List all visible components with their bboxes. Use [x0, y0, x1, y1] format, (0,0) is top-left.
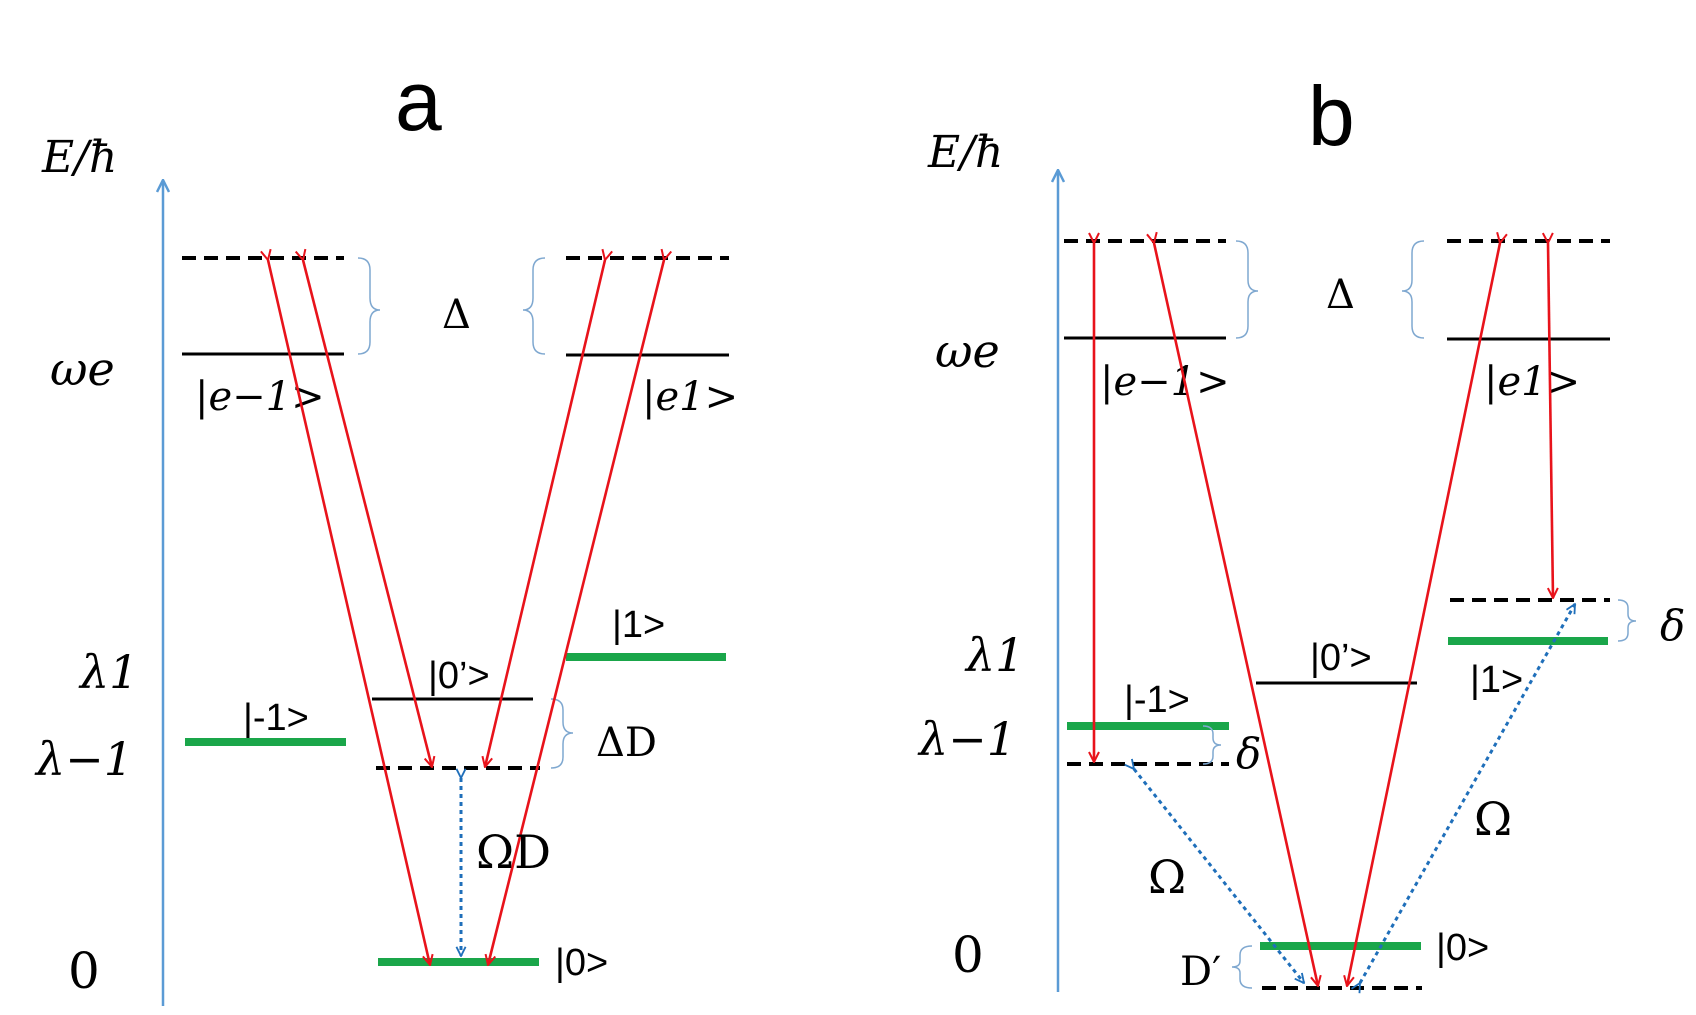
panel-b-state-one: |1> — [1470, 659, 1523, 701]
panel-a-arrow-2 — [303, 260, 432, 767]
panel-b-state-e-1: |e1> — [1484, 359, 1580, 405]
panel-b-coupling-right-label: Ω — [1474, 792, 1512, 846]
panel-b-brace-left — [1235, 240, 1259, 339]
panel-a-state-zero: |0> — [555, 942, 608, 984]
panel-b-title: b — [1308, 69, 1355, 163]
panel-b-arrow-3 — [1347, 243, 1500, 986]
panel-b-brace-d-prime — [1231, 945, 1253, 989]
panel-b-state-zero-prime: |0’> — [1310, 637, 1372, 679]
panel-b-coupling-left-arrow — [1134, 769, 1304, 983]
panel-b-omega-e-label: ωe — [935, 324, 1000, 378]
panel-a-state-e-m1: |e−1> — [195, 374, 325, 420]
panel-a-energy-axis-label: E/ħ — [41, 132, 117, 183]
panel-a-omega-e-label: ωe — [50, 342, 115, 396]
panel-b-delta-label: Δ — [1326, 272, 1355, 318]
panel-a-state-minus-one: |-1> — [243, 697, 309, 739]
panel-a-brace-delta-d — [550, 698, 574, 769]
panel-b-energy-axis-label: E/ħ — [927, 127, 1003, 178]
panel-a-arrow-1 — [268, 260, 430, 965]
panel-b-state-minus-one: |-1> — [1124, 679, 1190, 721]
panel-b-delta-left-label: δ — [1236, 729, 1261, 778]
panel-b-lambda-1-label: λ1 — [964, 628, 1024, 682]
panel-a-lambda-1-label: λ1 — [78, 645, 138, 699]
panel-b-coupling-left-label: Ω — [1148, 850, 1186, 904]
panel-a-brace-right — [522, 257, 546, 355]
panel-b-state-zero: |0> — [1436, 927, 1489, 969]
panel-b-delta-right-label: δ — [1660, 601, 1685, 650]
panel-b-brace-delta-right — [1617, 599, 1637, 642]
panel-a-delta-label: Δ — [442, 292, 471, 338]
panel-b-zero-label: 0 — [952, 926, 984, 984]
panel-b-d-prime-label: D′ — [1180, 949, 1221, 995]
panel-a-arrow-4 — [488, 260, 664, 965]
panel-b-brace-right — [1401, 240, 1425, 339]
panel-a-delta-d-label: ΔD — [596, 720, 657, 766]
panel-a-state-zero-prime: |0’> — [428, 655, 490, 697]
panel-b-brace-delta-left — [1202, 725, 1222, 765]
panel-a-state-e-1: |e1> — [642, 374, 738, 420]
panel-b-arrow-4 — [1548, 243, 1553, 598]
panel-a-state-one: |1> — [612, 604, 665, 646]
panel-a-zero-label: 0 — [68, 942, 100, 1000]
panel-b-state-e-m1: |e−1> — [1100, 359, 1230, 405]
panel-b: b E/ħ ωe λ1 λ−1 0 Δ |e−1> |e1> |0’> |1> … — [917, 69, 1685, 995]
panel-a-title: a — [395, 54, 442, 148]
panel-b-lambda-m1-label: λ−1 — [917, 712, 1016, 766]
panel-a-coupling-label: ΩD — [476, 825, 551, 879]
panel-a: a E/ħ ωe λ1 λ−1 0 Δ |e−1> |e1> |-1> |1> … — [34, 54, 738, 1006]
panel-a-brace-left — [357, 257, 381, 355]
panel-b-coupling-right-arrow — [1360, 604, 1577, 983]
panel-a-lambda-m1-label: λ−1 — [34, 732, 133, 786]
panel-a-arrow-3 — [485, 260, 605, 767]
